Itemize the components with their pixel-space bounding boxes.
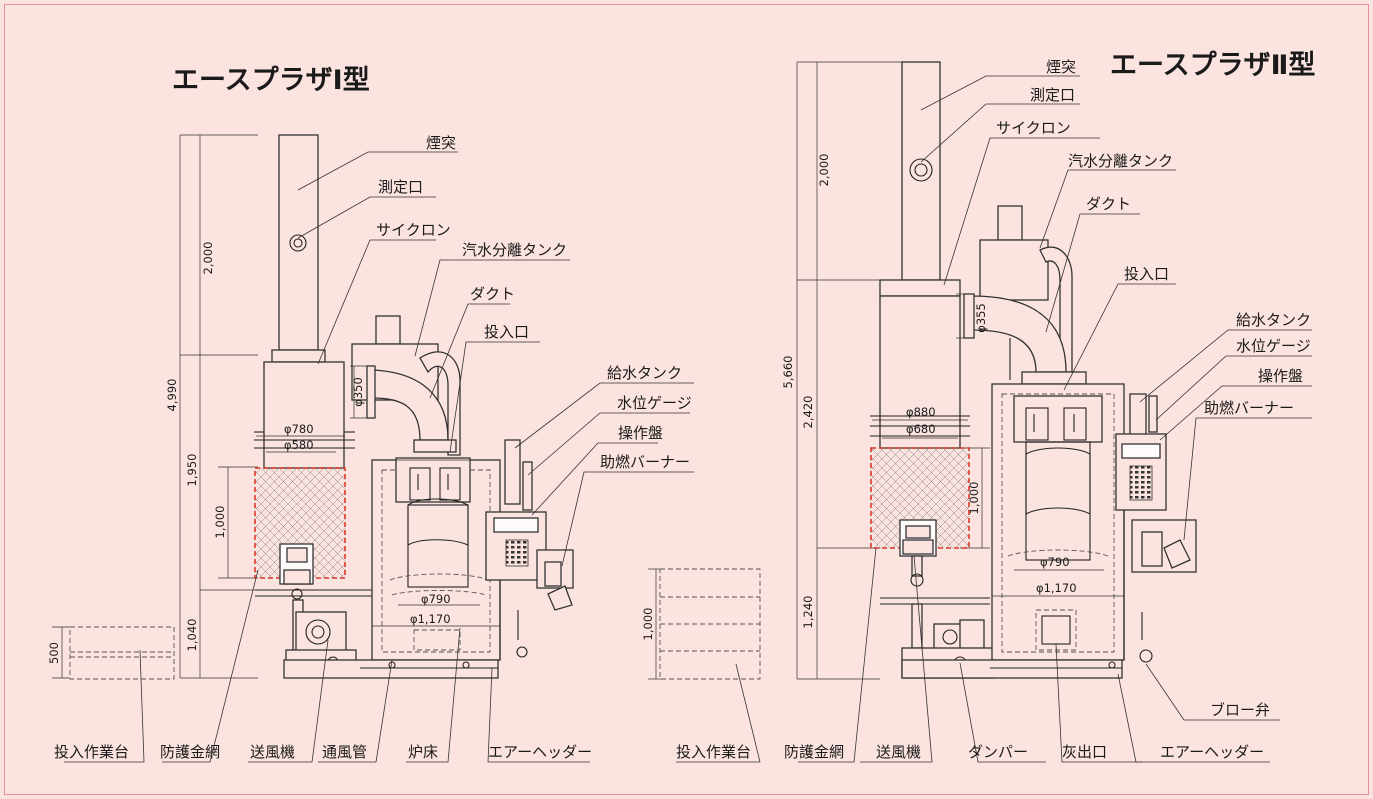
type-ii-label-blow-valve: ブロー弁 <box>1210 701 1270 719</box>
type-i-dim-2000: 2,000 <box>201 242 215 275</box>
type-i-separator-and-duct: φ350 <box>350 315 461 456</box>
type-i-dim-1000: 1,000 <box>213 506 227 539</box>
type-ii-label-feed-port: 投入口 <box>1124 265 1169 283</box>
type-ii-label-damper: ダンパー <box>968 743 1028 761</box>
type-i-label-level-gauge: 水位ゲージ <box>617 394 692 412</box>
type-ii-label-air-header: エアーヘッダー <box>1160 743 1264 761</box>
type-i-cyclone <box>254 361 400 673</box>
type-i-callout-leaders <box>64 151 694 763</box>
type-ii-callout-leaders <box>676 75 1312 763</box>
type-ii-label-water-tank: 給水タンク <box>1236 311 1311 329</box>
type-ii-furnace: φ790 φ1,170 <box>901 383 1125 679</box>
type-i-side-equipment <box>485 439 574 660</box>
type-ii-title: エースプラザⅡ型 <box>1110 50 1315 81</box>
type-ii-separator-and-duct: φ355 <box>956 205 1087 385</box>
type-i-label-sampling-port: 測定口 <box>378 178 423 196</box>
type-ii-label-cyclone: サイクロン <box>996 119 1071 137</box>
type-i-label-blower: 送風機 <box>250 743 295 761</box>
type-ii-label-guard-mesh: 防護金網 <box>784 743 844 761</box>
type-ii-label-work-stand: 投入作業台 <box>676 743 751 761</box>
type-i-label-guard-mesh: 防護金網 <box>160 743 220 761</box>
type-i-label-air-header: エアーヘッダー <box>488 743 592 761</box>
type-i-dim-phi1170: φ1,170 <box>410 612 451 626</box>
type-ii-work-stand <box>659 568 761 680</box>
type-i-dimension-lines <box>52 134 258 679</box>
page-border <box>4 4 1369 795</box>
type-ii-dimension-lines <box>648 61 990 680</box>
type-i-work-stand <box>69 626 175 680</box>
type-i-label-cyclone: サイクロン <box>376 221 451 239</box>
type-i-title: エースプラザⅠ型 <box>172 65 370 96</box>
type-i-label-aux-burner: 助燃バーナー <box>600 453 690 471</box>
type-ii-dim-phi1170: φ1,170 <box>1036 581 1077 595</box>
type-ii-label-control-panel: 操作盤 <box>1258 367 1303 385</box>
type-ii-dim-phi680: φ680 <box>906 422 936 436</box>
type-ii-dim-5660: 5,660 <box>781 356 795 389</box>
type-i-cyclone-dims: φ780 φ580 <box>256 422 345 453</box>
type-i-label-hearth: 炉床 <box>408 743 438 761</box>
type-i-drawing: エースプラザⅠ型 2,000 4,990 1,950 1,000 1,040 5… <box>47 65 694 763</box>
type-ii-side-equipment <box>1115 393 1197 663</box>
type-ii-label-blower: 送風機 <box>876 743 921 761</box>
type-i-dim-500: 500 <box>47 642 61 664</box>
type-i-dim-1950: 1,950 <box>185 454 199 487</box>
type-i-label-work-stand: 投入作業台 <box>54 743 129 761</box>
type-ii-label-level-gauge: 水位ゲージ <box>1236 337 1311 355</box>
type-i-dim-phi350: φ350 <box>351 377 365 407</box>
type-ii-label-duct: ダクト <box>1086 195 1131 213</box>
type-ii-chimney <box>879 61 961 297</box>
type-ii-dim-phi880: φ880 <box>906 405 936 419</box>
type-ii-label-separator-tank: 汽水分離タンク <box>1068 152 1173 170</box>
type-i-label-chimney: 煙突 <box>426 134 456 152</box>
type-i-dim-4990: 4,990 <box>165 379 179 412</box>
type-ii-dim-1240: 1,240 <box>801 596 815 629</box>
type-i-dim-phi790: φ790 <box>421 592 451 606</box>
type-i-dim-phi580: φ580 <box>284 438 314 452</box>
type-i-label-feed-port: 投入口 <box>484 323 529 341</box>
type-i-furnace: φ790 φ1,170 <box>283 457 501 679</box>
type-i-label-separator-tank: 汽水分離タンク <box>462 241 567 259</box>
type-i-label-water-tank: 給水タンク <box>607 364 682 382</box>
type-i-dim-phi780: φ780 <box>284 422 314 436</box>
type-ii-dim-phi790: φ790 <box>1040 555 1070 569</box>
type-ii-drawing: エースプラザⅡ型 2,000 5,660 2,420 1,000 1,240 1… <box>641 50 1315 763</box>
type-i-label-air-pipe: 通風管 <box>322 743 367 761</box>
type-ii-dim-phi355: φ355 <box>974 303 988 333</box>
type-ii-dim-1000: 1,000 <box>967 482 981 515</box>
type-i-label-control-panel: 操作盤 <box>618 424 663 442</box>
type-ii-cyclone <box>870 295 995 679</box>
type-ii-dim-2420: 2,420 <box>801 396 815 429</box>
type-ii-label-chimney: 煙突 <box>1046 58 1076 76</box>
type-ii-dim-1000-stand: 1,000 <box>641 608 655 641</box>
type-ii-dim-2000: 2,000 <box>817 154 831 187</box>
type-ii-cyclone-dims: φ880 φ680 <box>872 405 968 439</box>
type-i-label-duct: ダクト <box>470 285 515 303</box>
type-i-dim-1040: 1,040 <box>185 619 199 652</box>
type-ii-label-sampling-port: 測定口 <box>1030 86 1075 104</box>
type-ii-label-ash-port: 灰出口 <box>1062 743 1107 761</box>
type-i-chimney <box>271 134 326 363</box>
type-ii-label-aux-burner: 助燃バーナー <box>1204 399 1294 417</box>
